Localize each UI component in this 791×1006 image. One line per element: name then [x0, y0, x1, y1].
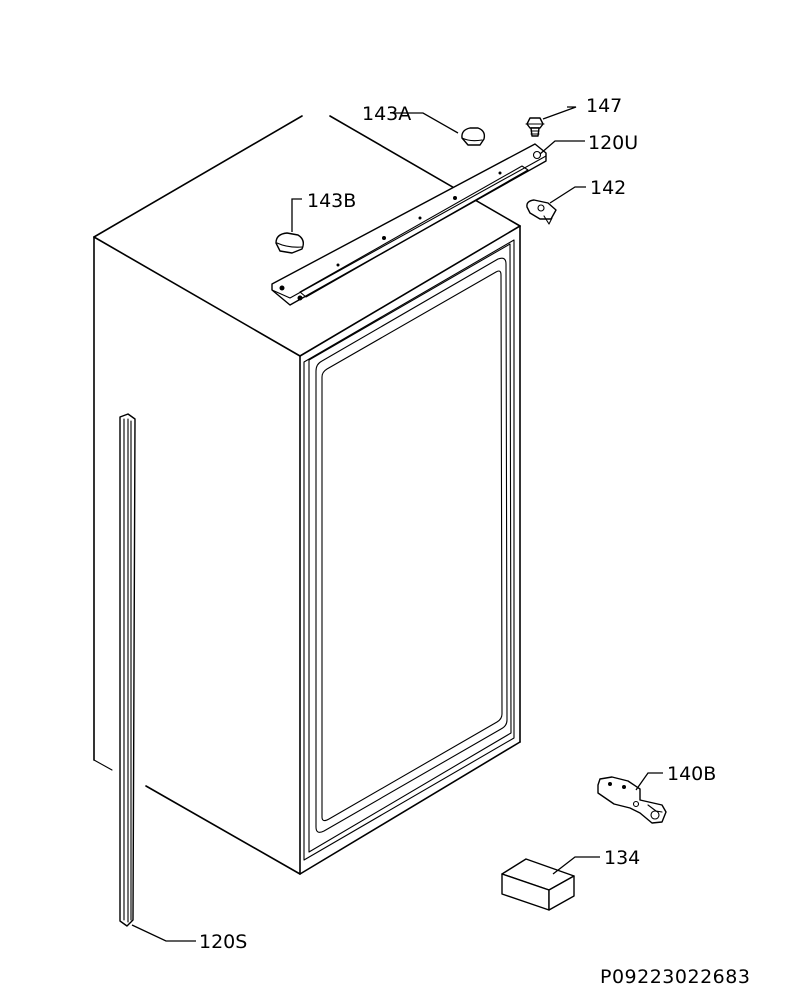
label-143a: 143A — [362, 103, 411, 125]
cap-143b — [275, 232, 305, 254]
top-rail-120u — [271, 143, 547, 306]
label-147: 147 — [586, 95, 622, 117]
hinge-140b — [597, 776, 667, 824]
label-143b: 143B — [307, 190, 356, 212]
label-120s: 120S — [199, 931, 247, 953]
side-strip-120s — [119, 413, 136, 927]
screw-147 — [525, 117, 545, 137]
door — [303, 239, 515, 861]
label-140b: 140B — [667, 763, 716, 785]
cap-143a — [461, 127, 486, 146]
label-120u: 120U — [588, 132, 638, 154]
reference-code: P09223022683 — [600, 966, 750, 988]
cabinet — [93, 115, 521, 875]
label-134: 134 — [604, 847, 640, 869]
block-134 — [501, 858, 575, 911]
bracket-142 — [526, 199, 557, 225]
label-142: 142 — [590, 177, 626, 199]
leader-lines — [131, 106, 663, 942]
